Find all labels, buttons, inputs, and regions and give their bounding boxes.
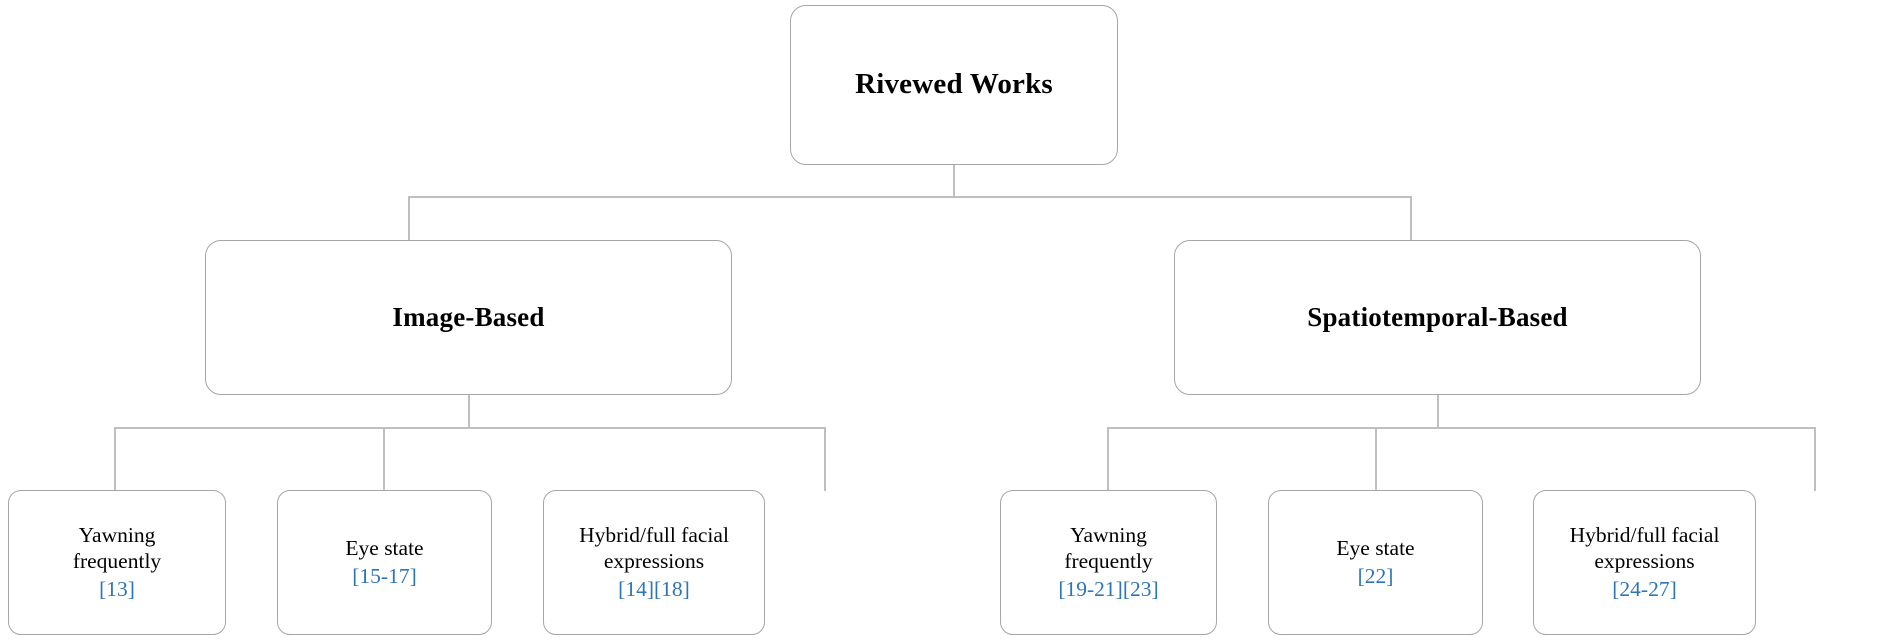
node-branch-spatiotemporal-based-label: Spatiotemporal-Based — [1307, 301, 1568, 332]
node-leaf-citation: [24-27] — [1612, 577, 1677, 602]
connector-drop-to-spatiotemporal-based — [1410, 196, 1412, 241]
connector-image-based-rail — [114, 427, 826, 429]
node-leaf-title: Hybrid/full facial expressions — [579, 522, 729, 574]
node-branch-spatiotemporal-based: Spatiotemporal-Based — [1174, 240, 1701, 395]
node-leaf-eye-state-spatiotemporal: Eye state [22] — [1268, 490, 1483, 635]
node-leaf-citation: [15-17] — [352, 564, 417, 589]
node-leaf-title: Eye state — [345, 535, 424, 560]
connector-image-based-stem — [468, 395, 470, 428]
connector-spatiotemporal-stem — [1437, 395, 1439, 428]
node-leaf-title: Yawning frequently — [1064, 522, 1153, 574]
node-leaf-citation: [13] — [99, 577, 135, 602]
connector-drop-leaf-6 — [1814, 427, 1816, 491]
node-root-label: Rivewed Works — [855, 68, 1053, 101]
connector-drop-leaf-3 — [824, 427, 826, 491]
connector-level1-rail — [408, 196, 1412, 198]
connector-spatiotemporal-rail — [1107, 427, 1816, 429]
connector-drop-leaf-4 — [1107, 427, 1109, 491]
node-leaf-yawning-frequently-spatiotemporal: Yawning frequently [19-21][23] — [1000, 490, 1217, 635]
node-leaf-title: Eye state — [1336, 535, 1415, 560]
node-leaf-citation: [14][18] — [618, 577, 690, 602]
node-root-reviewed-works: Rivewed Works — [790, 5, 1118, 165]
node-leaf-hybrid-full-facial-expressions-spatiotemporal: Hybrid/full facial expressions [24-27] — [1533, 490, 1756, 635]
node-branch-image-based-label: Image-Based — [392, 301, 545, 332]
node-leaf-yawning-frequently-image: Yawning frequently [13] — [8, 490, 226, 635]
node-leaf-citation: [22] — [1357, 564, 1394, 589]
node-leaf-eye-state-image: Eye state [15-17] — [277, 490, 492, 635]
node-leaf-title: Yawning frequently — [72, 522, 162, 574]
connector-drop-leaf-2 — [383, 427, 385, 491]
connector-root-stem — [953, 165, 955, 197]
connector-drop-to-image-based — [408, 196, 410, 241]
node-branch-image-based: Image-Based — [205, 240, 732, 395]
connector-drop-leaf-5 — [1375, 427, 1377, 491]
node-leaf-citation: [19-21][23] — [1058, 577, 1159, 602]
node-leaf-hybrid-full-facial-expressions-image: Hybrid/full facial expressions [14][18] — [543, 490, 765, 635]
node-leaf-title: Hybrid/full facial expressions — [1569, 522, 1720, 574]
connector-drop-leaf-1 — [114, 427, 116, 491]
